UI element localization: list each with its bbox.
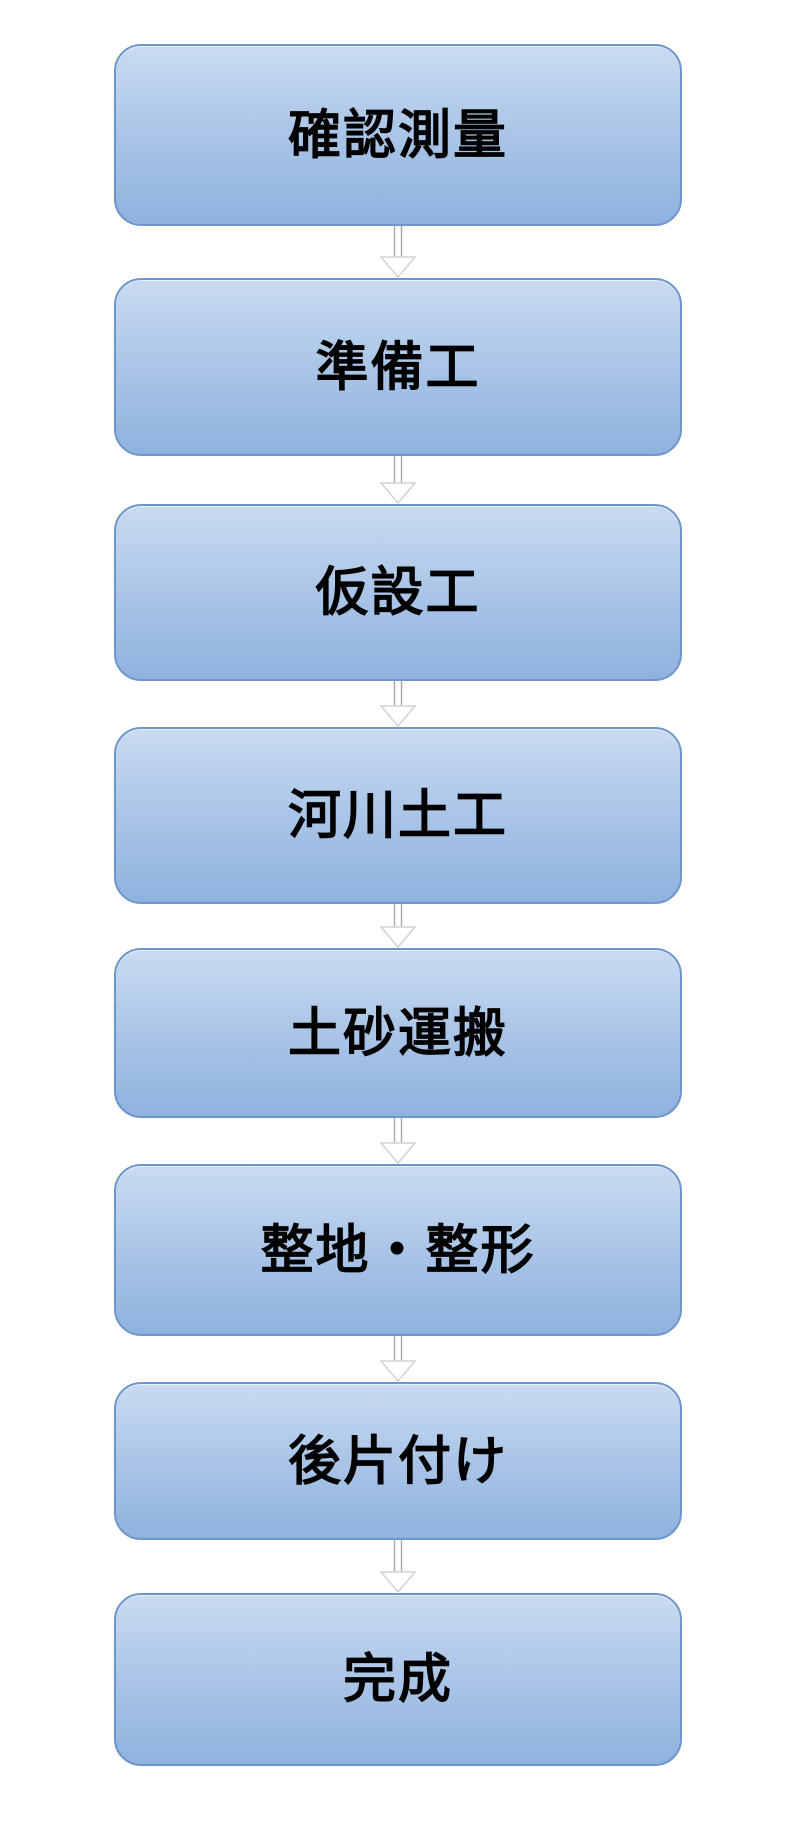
- flow-step-box: 河川土工: [114, 727, 682, 904]
- down-arrow-icon: [379, 226, 417, 278]
- flow-step-box: 土砂運搬: [114, 948, 682, 1118]
- down-arrow-icon: [379, 681, 417, 727]
- flow-step-label: 整地・整形: [260, 1220, 536, 1280]
- down-arrow-icon: [379, 456, 417, 504]
- flow-step-label: 準備工: [315, 337, 481, 397]
- flow-step-box: 完成: [114, 1593, 682, 1766]
- down-arrow-icon: [379, 1336, 417, 1382]
- down-arrow-icon: [379, 1118, 417, 1164]
- flow-step-label: 仮設工: [315, 563, 481, 622]
- flow-step-label: 確認測量: [288, 105, 508, 165]
- flow-step-label: 土砂運搬: [288, 1003, 508, 1063]
- down-arrow-icon: [379, 904, 417, 948]
- flow-step-box: 確認測量: [114, 44, 682, 226]
- down-arrow-icon: [379, 1540, 417, 1593]
- flow-step-box: 仮設工: [114, 504, 682, 681]
- flow-step-box: 準備工: [114, 278, 682, 456]
- flow-step-label: 完成: [343, 1650, 453, 1709]
- flow-step-label: 河川土工: [288, 786, 508, 845]
- flow-step-box: 後片付け: [114, 1382, 682, 1540]
- flow-step-box: 整地・整形: [114, 1164, 682, 1336]
- flow-step-label: 後片付け: [288, 1431, 508, 1491]
